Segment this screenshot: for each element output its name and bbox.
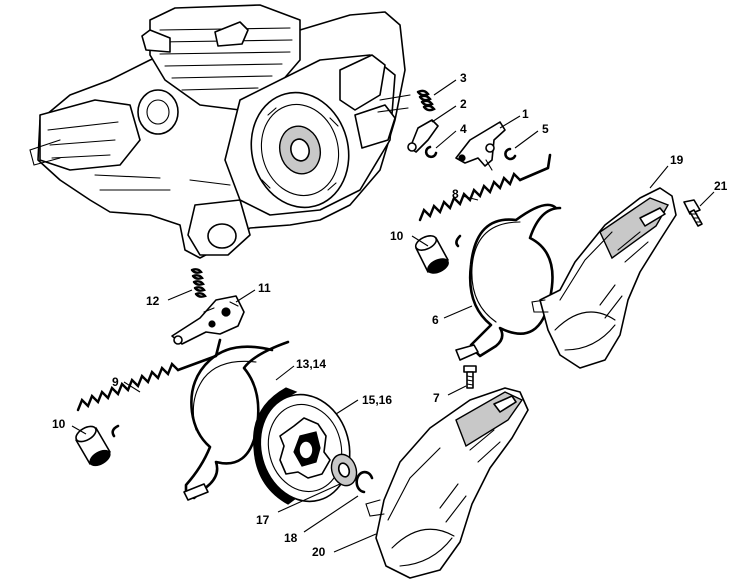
callout-11: 11 [258, 281, 271, 295]
callout-17: 17 [256, 513, 270, 527]
leader-5 [514, 130, 539, 149]
brake-band-part-6 [455, 203, 562, 361]
leader-11 [235, 289, 256, 303]
callout-8: 8 [452, 187, 459, 201]
callout-5: 5 [542, 122, 549, 136]
callout-13-14: 13,14 [296, 357, 326, 371]
callout-19: 19 [670, 153, 684, 167]
callout-1: 1 [522, 107, 529, 121]
brake-band-part-13-14 [183, 340, 290, 501]
callout-18: 18 [284, 531, 298, 545]
callout-15-16: 15,16 [362, 393, 392, 407]
leader-1 [499, 115, 521, 129]
leader-12 [167, 289, 193, 301]
e-clip-part-5 [504, 147, 517, 161]
callout-20: 20 [312, 545, 326, 559]
leader-13-14 [275, 365, 295, 381]
leader-18 [303, 495, 359, 533]
leader-2 [431, 105, 457, 123]
leader-20 [333, 533, 377, 553]
leader-21 [699, 191, 715, 207]
sleeve-part-10-lower [75, 425, 111, 467]
e-clip-part-4 [424, 145, 438, 159]
callout-3: 3 [460, 71, 467, 85]
leader-10-lower [71, 425, 87, 435]
screw-part-21 [683, 199, 703, 227]
sleeve-part-10-upper [414, 235, 449, 274]
sprocket-cover-part-20 [365, 387, 529, 579]
leader-15-16 [335, 399, 359, 415]
screw-part-7 [463, 365, 477, 389]
brake-lever-part-1 [455, 121, 506, 171]
e-clip-part-18 [355, 470, 374, 494]
lever-assembly-part-11 [171, 295, 245, 345]
clutch-drum-part-15-16 [253, 387, 351, 505]
callout-10-upper: 10 [390, 229, 404, 243]
leader-10-upper [411, 235, 429, 247]
sprocket-cover-part-19 [531, 187, 677, 369]
tension-spring-part-8 [418, 153, 552, 248]
leader-7 [447, 385, 467, 396]
callout-7: 7 [433, 391, 440, 405]
callout-12: 12 [146, 294, 160, 308]
lever-part-2 [407, 119, 439, 153]
leader-19 [649, 165, 669, 189]
washer-part-17 [330, 453, 358, 487]
callout-9: 9 [112, 375, 119, 389]
leader-3 [433, 79, 457, 96]
leader-4 [435, 130, 457, 149]
spring-part-3 [416, 89, 436, 112]
leader-6 [443, 305, 473, 319]
callout-6: 6 [432, 313, 439, 327]
leader-17 [277, 483, 341, 513]
callout-10-lower: 10 [52, 417, 66, 431]
leader-9 [123, 381, 141, 393]
callout-21: 21 [714, 179, 728, 193]
spring-part-12 [190, 268, 207, 298]
leader-8 [461, 195, 479, 201]
engine-housing [29, 4, 411, 259]
callout-2: 2 [460, 97, 467, 111]
callout-4: 4 [460, 122, 467, 136]
